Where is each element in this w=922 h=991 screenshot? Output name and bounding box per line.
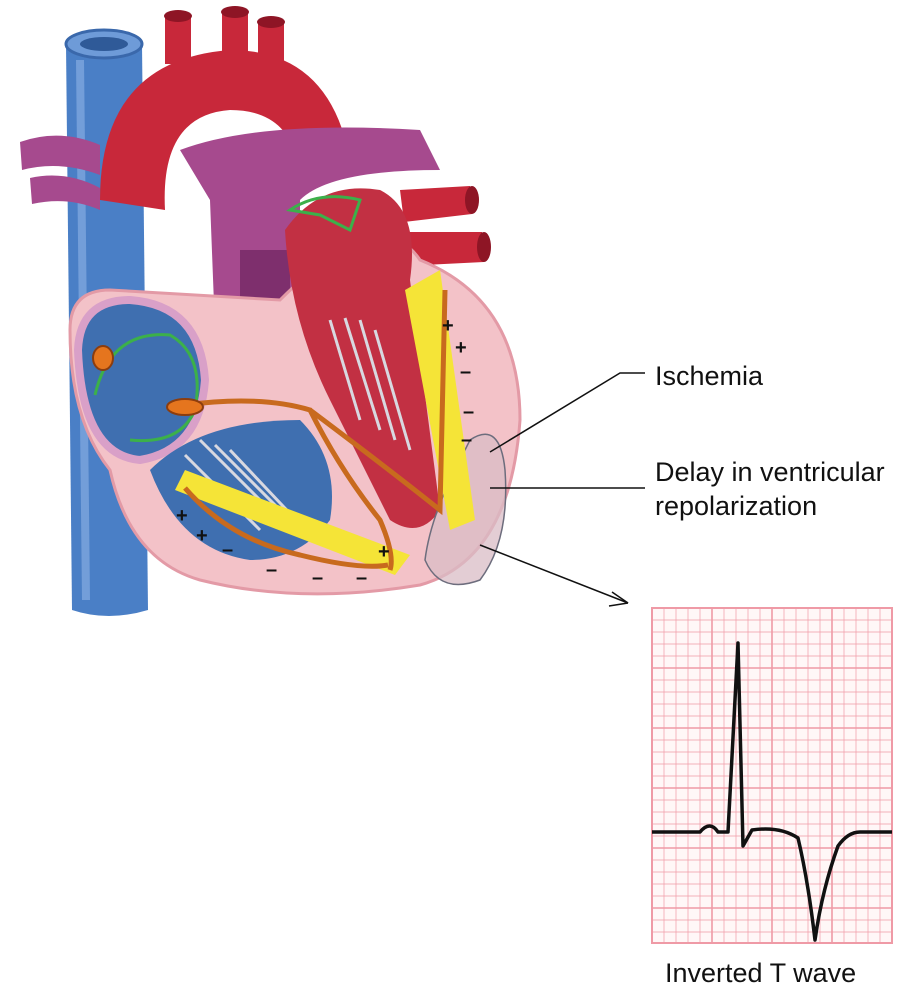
delay-label: Delay in ventricular repolarization bbox=[655, 455, 885, 523]
plus-sign: + bbox=[176, 505, 188, 527]
inverted-t-wave-label: Inverted T wave bbox=[665, 956, 856, 990]
plus-sign: + bbox=[442, 315, 454, 337]
delay-label-line2: repolarization bbox=[655, 489, 885, 523]
ischemia-label: Ischemia bbox=[655, 359, 763, 393]
right-atrium bbox=[78, 300, 205, 460]
minus-sign: – bbox=[460, 361, 471, 383]
minus-sign: – bbox=[312, 567, 323, 589]
ecg-grid bbox=[652, 608, 892, 943]
sa-node bbox=[93, 346, 113, 370]
minus-sign: – bbox=[461, 429, 472, 451]
ecg-arrow bbox=[480, 545, 628, 603]
plus-sign: + bbox=[455, 337, 467, 359]
av-node bbox=[167, 399, 203, 415]
plus-sign: + bbox=[196, 525, 208, 547]
ecg-strip bbox=[652, 608, 892, 943]
minus-sign: – bbox=[222, 539, 233, 561]
minus-sign: – bbox=[356, 567, 367, 589]
minus-sign: – bbox=[266, 559, 277, 581]
plus-sign: + bbox=[378, 541, 390, 563]
minus-sign: – bbox=[463, 401, 474, 423]
delay-label-line1: Delay in ventricular bbox=[655, 455, 885, 489]
